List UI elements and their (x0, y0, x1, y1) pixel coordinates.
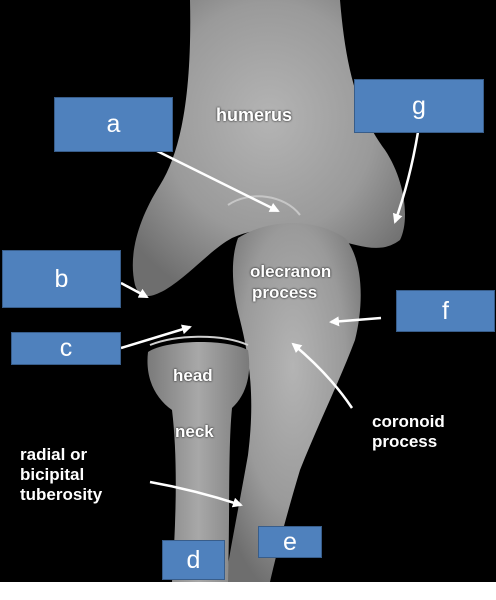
ulna-bone (225, 223, 361, 582)
label-olecranon-line1: olecranon (250, 262, 332, 281)
answer-box-e: e (258, 526, 322, 558)
pointer-b (120, 281, 149, 299)
answer-box-b: b (2, 250, 121, 308)
answer-box-c: c (11, 332, 121, 365)
bottom-margin (0, 582, 496, 600)
label-tuberosity-line3: tuberosity (20, 485, 103, 504)
pointer-a (154, 148, 280, 213)
label-coronoid-line1: coronoid (372, 412, 445, 431)
answer-box-g: g (354, 79, 484, 133)
radius-bone (147, 341, 250, 582)
label-coronoid-line2: process (372, 432, 438, 451)
answer-box-a: a (54, 97, 173, 152)
pointer-coronoid (291, 342, 354, 409)
label-tuberosity-line2: bicipital (20, 465, 85, 484)
label-olecranon-line2: process (252, 283, 318, 302)
pointer-c (120, 324, 192, 350)
pointer-g (392, 131, 420, 224)
humerus-bone (132, 0, 406, 297)
answer-box-d: d (162, 540, 225, 580)
label-humerus: humerus (216, 105, 293, 125)
trochlear-notch (227, 195, 301, 216)
label-tuberosity-line1: radial or (20, 445, 88, 464)
answer-box-f: f (396, 290, 495, 332)
pointer-f (329, 316, 382, 327)
pointer-tuberosity (149, 480, 243, 508)
label-head: head (173, 366, 213, 385)
label-neck: neck (175, 422, 214, 441)
radial-head-joint (149, 335, 249, 346)
